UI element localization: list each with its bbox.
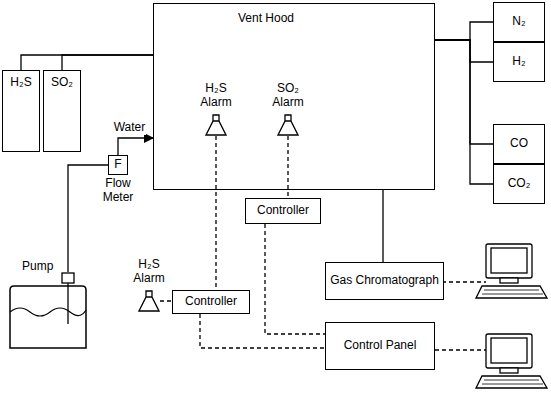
node-label: CO xyxy=(510,137,528,151)
gas-bottle: N₂ xyxy=(493,2,545,42)
node-label: Flow Meter xyxy=(97,177,139,205)
node-label: CO₂ xyxy=(508,177,531,191)
signal-wire xyxy=(287,136,288,198)
alarm-horn: H₂S Alarm xyxy=(138,290,160,312)
node-label: H₂S Alarm xyxy=(126,258,172,286)
alarm-horn-icon xyxy=(277,114,299,136)
signal-wire xyxy=(215,136,216,290)
signal-wire xyxy=(200,314,325,348)
node-label: N₂ xyxy=(512,15,525,29)
gas-cylinder: H₂S xyxy=(2,70,40,152)
node-label: Gas Chromatograph xyxy=(330,274,439,288)
computer-icon xyxy=(476,334,547,388)
pipe-line xyxy=(382,190,383,262)
node-label: Pump xyxy=(22,260,53,274)
node-label: Controller xyxy=(185,295,237,309)
vent-hood: Vent HoodH₂S AlarmSO₂ Alarm xyxy=(153,3,435,190)
node-label: SO₂ xyxy=(51,76,73,90)
controller-box: Controller xyxy=(245,198,321,224)
gas-bottle: CO₂ xyxy=(493,164,545,204)
computer-icon xyxy=(476,244,547,298)
pipe-line xyxy=(68,165,108,272)
pipe-line xyxy=(62,55,153,70)
controller-box: Controller xyxy=(172,290,250,314)
pipe-line xyxy=(118,138,153,155)
gas-cylinder: SO₂ xyxy=(43,70,81,152)
alarm-horn: H₂S Alarm xyxy=(205,114,227,136)
edge-label: Water xyxy=(113,121,147,135)
signal-wire xyxy=(265,224,325,334)
node-label: Control Panel xyxy=(344,339,417,353)
node-label: Controller xyxy=(257,204,309,218)
pump-tank: Pump xyxy=(8,272,88,350)
signal-wire xyxy=(160,300,172,301)
pipe-line xyxy=(435,40,493,62)
node-label: SO₂ Alarm xyxy=(265,82,311,110)
alarm-horn-icon xyxy=(138,290,160,312)
pipe-line xyxy=(435,22,493,40)
pump-tank-icon xyxy=(8,272,88,350)
node-label: Vent Hood xyxy=(236,12,296,26)
node-label: F xyxy=(114,158,121,172)
data-cable xyxy=(435,349,486,350)
gas-bottle: H₂ xyxy=(493,42,545,82)
pipe-line xyxy=(435,40,493,184)
gas-bottle: CO xyxy=(493,124,545,164)
node-label: H₂ xyxy=(512,55,525,69)
process-box: Control Panel xyxy=(325,322,435,370)
pipe-line xyxy=(21,55,153,70)
node-label: H₂S Alarm xyxy=(193,82,239,110)
flow-meter: FFlow Meter xyxy=(108,155,128,175)
process-box: Gas Chromatograph xyxy=(325,262,444,300)
pipe-line xyxy=(435,40,493,144)
node-label: H₂S xyxy=(10,76,31,90)
alarm-horn: SO₂ Alarm xyxy=(277,114,299,136)
alarm-horn-icon xyxy=(205,114,227,136)
